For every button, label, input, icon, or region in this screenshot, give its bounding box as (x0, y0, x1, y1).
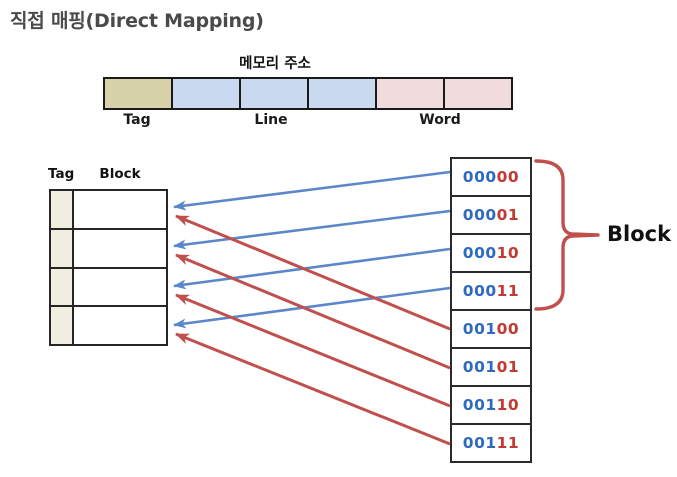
address-bits-suffix: 10 (496, 396, 520, 414)
address-bits-prefix: 000 (462, 206, 497, 224)
cache-tag-cell (51, 191, 74, 228)
red-mapping-arrow (175, 332, 451, 446)
cache-table-header-tag: Tag (48, 166, 75, 182)
address-bits-suffix: 00 (496, 320, 520, 338)
cache-line-row (51, 305, 166, 344)
cache-table-header-block: Block (99, 166, 141, 182)
address-bits-suffix: 01 (496, 206, 520, 224)
address-bits-suffix: 00 (496, 168, 520, 186)
address-segment-word-2 (443, 79, 511, 108)
address-segment-tag (105, 79, 171, 108)
red-mapping-arrow (175, 253, 451, 370)
blue-mapping-arrow (173, 170, 451, 211)
field-label-word: Word (419, 112, 461, 128)
address-bits-prefix: 001 (462, 320, 497, 338)
cache-block-cell (74, 229, 166, 267)
blue-mapping-arrow (173, 209, 451, 250)
address-segment-line-3 (307, 79, 375, 108)
cache-block-cell (74, 307, 166, 344)
address-bits-prefix: 000 (462, 168, 497, 186)
address-bits-suffix: 11 (496, 282, 520, 300)
cache-block-cell (74, 268, 166, 306)
cache-table (49, 189, 168, 346)
cache-line-row (51, 191, 166, 228)
memory-address-bar (103, 77, 513, 110)
address-bits-suffix: 01 (496, 358, 520, 376)
address-bits-prefix: 001 (462, 396, 497, 414)
blue-mapping-arrow (173, 247, 451, 290)
cache-block-cell (74, 191, 166, 228)
address-bits-prefix: 001 (462, 358, 497, 376)
cache-line-row (51, 227, 166, 267)
address-bits-prefix: 000 (462, 282, 497, 300)
cache-tag-cell (51, 307, 74, 344)
blue-mapping-arrow (173, 286, 451, 329)
red-mapping-arrow (175, 214, 451, 331)
cache-line-row (51, 266, 166, 306)
block-brace (534, 159, 600, 311)
address-segment-word-1 (375, 79, 443, 108)
address-bits-suffix: 11 (496, 434, 520, 452)
address-segment-line-1 (171, 79, 239, 108)
address-segment-line-2 (239, 79, 307, 108)
cache-tag-cell (51, 229, 74, 267)
address-bits-suffix: 10 (496, 244, 520, 262)
address-bits-prefix: 001 (462, 434, 497, 452)
block-brace-label: Block (607, 222, 672, 246)
address-bits-prefix: 000 (462, 244, 497, 262)
page-title: 직접 매핑(Direct Mapping) (10, 10, 264, 32)
field-label-line: Line (254, 112, 288, 128)
field-label-tag: Tag (123, 112, 151, 128)
cache-tag-cell (51, 268, 74, 306)
memory-address-label: 메모리 주소 (239, 56, 311, 72)
red-mapping-arrow (175, 293, 451, 408)
